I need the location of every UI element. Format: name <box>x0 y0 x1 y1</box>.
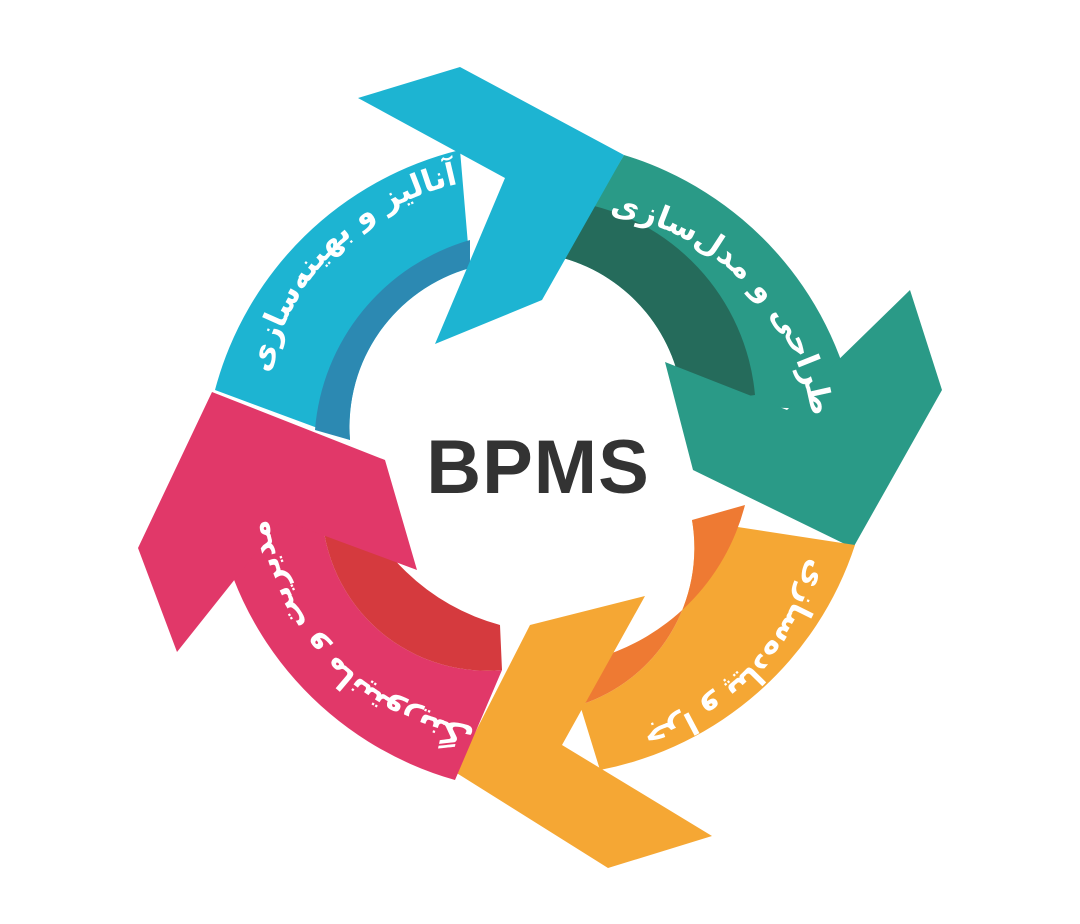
segment-implement-arrowhead <box>455 596 712 868</box>
segment-analyze-arrowhead <box>358 67 624 344</box>
segment-implement-inner-ring <box>580 505 745 705</box>
segment-analyze-inner-ring <box>315 240 470 440</box>
segment-monitor-arrowhead <box>138 392 417 652</box>
segment-implement-band <box>580 520 855 770</box>
segment-analyze-band <box>215 150 470 440</box>
segment-design-inner-ring <box>563 202 755 405</box>
segment-design-arrowhead <box>665 290 942 548</box>
segment-analyze: آنالیز و بهینه‌سازی <box>215 67 624 440</box>
segment-monitor-band <box>215 500 502 780</box>
segment-monitor: مدیریت و مانیتورینگ <box>138 392 502 780</box>
center-title: BPMS <box>426 425 650 510</box>
